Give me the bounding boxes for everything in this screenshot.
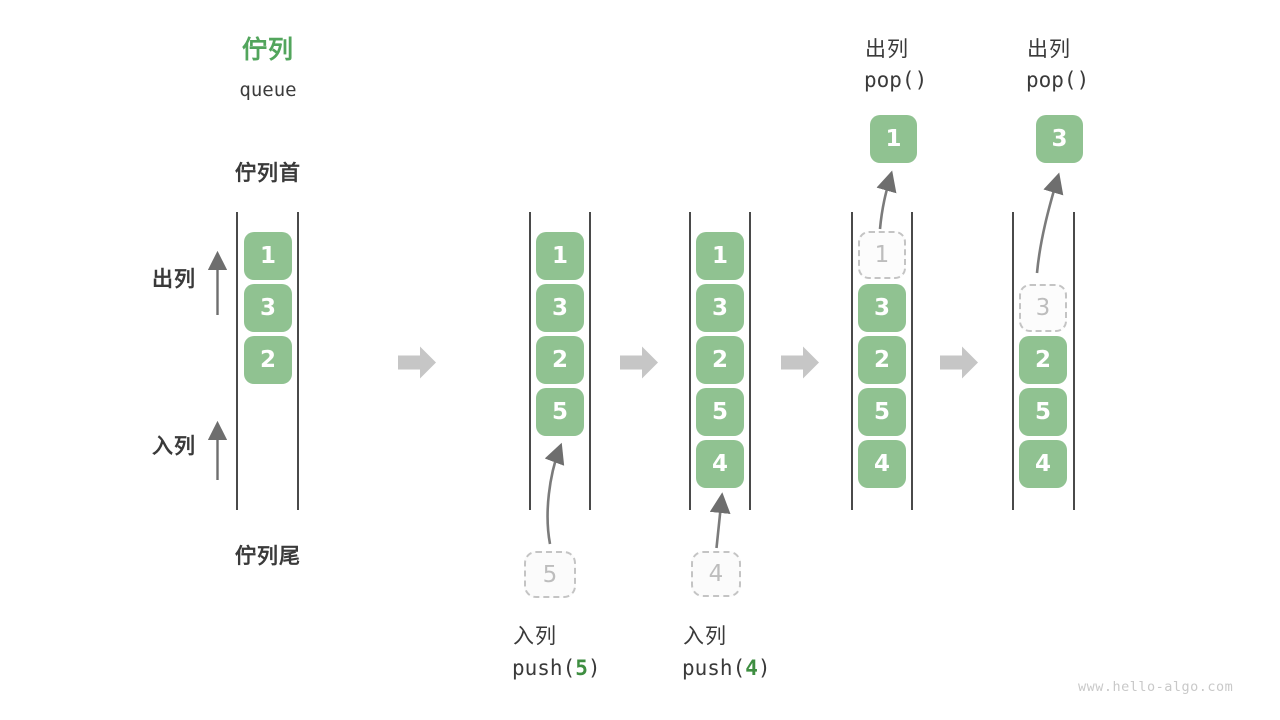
queue-wall (749, 212, 751, 510)
queue-cell-ghost: 3 (1019, 284, 1067, 332)
dequeue-op-fn: pop() (864, 68, 928, 92)
pop-1-arrow-icon (876, 170, 897, 230)
queue-cell: 3 (536, 284, 584, 332)
queue-cell: 2 (858, 336, 906, 384)
transition-arrow-icon (940, 346, 978, 379)
queue-cell: 4 (858, 440, 906, 488)
queue-wall (589, 212, 591, 510)
queue-wall (236, 212, 238, 510)
queue-cell: 3 (858, 284, 906, 332)
staging-cell: 5 (524, 551, 576, 598)
pop-3-arrow-icon (1035, 172, 1064, 274)
queue-front-label: 佇列首 (235, 162, 301, 185)
dequeue-op-label: 出列 (865, 38, 909, 61)
side-dequeue-label: 出列 (152, 268, 196, 291)
fn-arg: 4 (745, 656, 758, 680)
transition-arrow-icon (781, 346, 819, 379)
queue-wall (1012, 212, 1014, 510)
queue-cell: 1 (244, 232, 292, 280)
popped-cell: 1 (870, 115, 917, 163)
fn-close: ) (757, 656, 771, 680)
queue-cell: 5 (536, 388, 584, 436)
queue-wall (529, 212, 531, 510)
enqueue-op-fn: push(5) (512, 656, 601, 680)
queue-cell-ghost: 1 (858, 231, 906, 279)
fn-open: push( (682, 656, 746, 680)
title-en: queue (239, 79, 297, 101)
push-5-arrow-icon (544, 442, 565, 545)
queue-wall (851, 212, 853, 510)
queue-wall (911, 212, 913, 510)
queue-cell: 4 (1019, 440, 1067, 488)
popped-cell: 3 (1036, 115, 1083, 163)
transition-arrow-icon (620, 346, 658, 379)
fn-arg: 5 (575, 656, 588, 680)
queue-cell: 1 (696, 232, 744, 280)
queue-cell: 2 (696, 336, 744, 384)
queue-cell: 2 (536, 336, 584, 384)
queue-cell: 3 (696, 284, 744, 332)
queue-wall (297, 212, 299, 510)
queue-wall (689, 212, 691, 510)
queue-cell: 3 (244, 284, 292, 332)
queue-cell: 2 (1019, 336, 1067, 384)
queue-rear-label: 佇列尾 (235, 545, 301, 568)
push-4-arrow-icon (709, 492, 731, 549)
enqueue-op-label: 入列 (513, 625, 557, 648)
title-block: 佇列 queue (192, 30, 344, 101)
title-zh: 佇列 (241, 36, 294, 64)
fn-open: push( (512, 656, 576, 680)
dequeue-op-label: 出列 (1027, 38, 1071, 61)
enqueue-op-fn: push(4) (682, 656, 771, 680)
queue-cell: 5 (696, 388, 744, 436)
watermark: www.hello-algo.com (1078, 679, 1234, 695)
transition-arrow-icon (398, 346, 436, 379)
fn-close: ) (587, 656, 601, 680)
side-enqueue-label: 入列 (152, 435, 196, 458)
queue-cell: 5 (1019, 388, 1067, 436)
queue-cell: 4 (696, 440, 744, 488)
queue-cell: 5 (858, 388, 906, 436)
queue-cell: 1 (536, 232, 584, 280)
queue-cell: 2 (244, 336, 292, 384)
enqueue-op-label: 入列 (683, 625, 727, 648)
dequeue-op-fn: pop() (1026, 68, 1090, 92)
staging-cell: 4 (691, 551, 741, 597)
queue-wall (1073, 212, 1075, 510)
